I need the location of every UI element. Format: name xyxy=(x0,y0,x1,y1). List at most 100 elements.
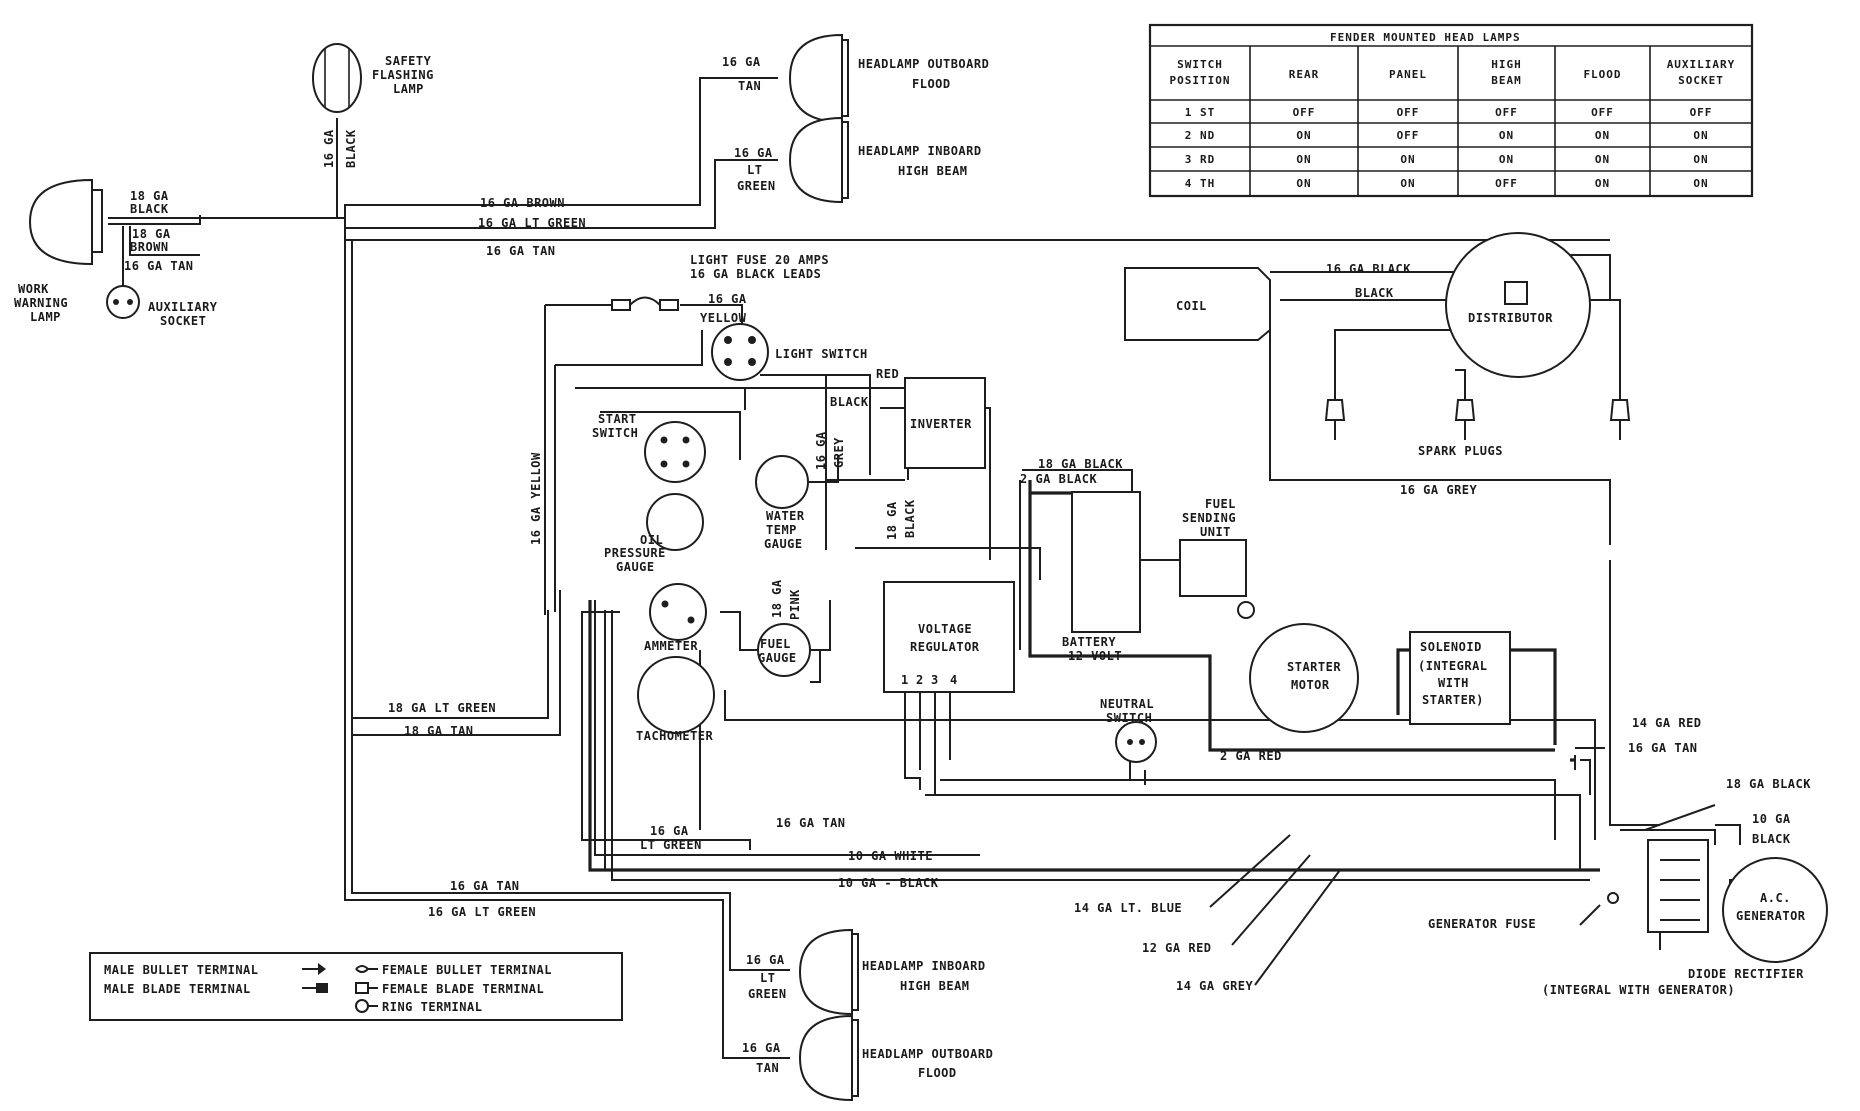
light-fuse-label-1: LIGHT FUSE 20 AMPS xyxy=(690,253,829,267)
wire-label-16ga-ltgreen-hl-top-1: 16 GA xyxy=(734,146,773,160)
wire-label-10ga-black-gen-1: 10 GA xyxy=(1752,812,1791,826)
regulator-label-2: REGULATOR xyxy=(910,640,980,654)
auxiliary-socket: AUXILIARY SOCKET xyxy=(106,285,217,328)
table-cell-3-5: ON xyxy=(1693,177,1708,190)
wire-label-red-inv: RED xyxy=(876,367,899,381)
wire-label-16ga-ltgreen-hl-top-2: LT xyxy=(747,163,762,177)
table-cell-1-3: ON xyxy=(1499,129,1514,142)
spark-plugs: SPARK PLUGS xyxy=(1324,399,1631,458)
rectifier-label-1: DIODE RECTIFIER xyxy=(1688,967,1804,981)
legend-female-bullet: FEMALE BULLET TERMINAL xyxy=(382,963,552,977)
regulator-label-1: VOLTAGE xyxy=(918,622,972,636)
table-title: FENDER MOUNTED HEAD LAMPS xyxy=(1330,31,1521,44)
sending-unit-label-1: FUEL xyxy=(1205,497,1236,511)
wire-label-18ga-black-work-2: BLACK xyxy=(130,202,169,216)
oil-gauge-label-2: PRESSURE xyxy=(604,546,666,560)
fuel-sending-unit: FUEL SENDING UNIT xyxy=(1179,497,1255,619)
battery-label-2: 12 VOLT xyxy=(1068,649,1122,663)
terminal-legend: MALE BULLET TERMINAL MALE BLADE TERMINAL… xyxy=(89,952,623,1021)
safety-lamp-label-2: FLASHING xyxy=(372,68,434,82)
oil-gauge-label-1: OIL xyxy=(640,533,663,547)
table-cell-2-3: ON xyxy=(1499,153,1514,166)
wire-label-16ga-black-safety-2: BLACK xyxy=(344,129,358,168)
work-lamp-label-3: LAMP xyxy=(30,310,61,324)
wire-label-16ga-tan-main: 16 GA TAN xyxy=(486,244,556,258)
rectifier-label-2: (INTEGRAL WITH GENERATOR) xyxy=(1542,983,1735,997)
table-cell-0-0: 1 ST xyxy=(1185,106,1216,119)
male-blade-icon xyxy=(316,983,328,993)
start-switch-label-1: START xyxy=(598,412,637,426)
wire-label-16ga-yellow-ls-2: YELLOW xyxy=(700,311,747,325)
tachometer: TACHOMETER xyxy=(636,656,715,743)
start-switch: START SWITCH xyxy=(592,412,706,483)
wire-label-16ga-brown-main: 16 GA BROWN xyxy=(480,196,565,210)
legend-ring: RING TERMINAL xyxy=(382,1000,482,1014)
table-cell-3-2: ON xyxy=(1400,177,1415,190)
solenoid-label-1: SOLENOID xyxy=(1420,640,1482,654)
light-fuse: LIGHT FUSE 20 AMPS 16 GA BLACK LEADS xyxy=(611,253,829,311)
table-cell-1-2: OFF xyxy=(1397,129,1420,142)
wire-label-16ga-yellow-ls-1: 16 GA xyxy=(708,292,747,306)
wiring-harness xyxy=(108,77,1800,1059)
oil-gauge-label-3: GAUGE xyxy=(616,560,655,574)
starter-label-2: MOTOR xyxy=(1291,678,1330,692)
wire-label-16ga-grey-wtemp-1: 16 GA xyxy=(814,431,828,470)
generator-fuse-label: GENERATOR FUSE xyxy=(1428,917,1536,931)
wire-label-16ga-grey-wtemp-2: GREY xyxy=(832,437,846,468)
wire-label-18ga-brown-2: BROWN xyxy=(130,240,169,254)
headlamp-inboard-top: HEADLAMP INBOARD HIGH BEAM xyxy=(788,116,981,204)
wire-label-16ga-ltgreen-tach-1: 16 GA xyxy=(650,824,689,838)
safety-lamp-label-3: LAMP xyxy=(393,82,424,96)
water-gauge-label-3: GAUGE xyxy=(764,537,803,551)
table-header-0-0: SWITCH xyxy=(1177,58,1223,71)
neutral-switch-label-2: SWITCH xyxy=(1106,711,1152,725)
water-gauge-label-1: WATER xyxy=(766,509,805,523)
wire-label-18ga-black-gen: 18 GA BLACK xyxy=(1726,777,1811,791)
wire-label-16ga-tan-hl-bot-2: TAN xyxy=(756,1061,779,1075)
wire-label-14ga-red: 14 GA RED xyxy=(1632,716,1702,730)
ammeter: AMMETER xyxy=(644,583,707,653)
work-warning-lamp: WORK WARNING LAMP xyxy=(14,178,103,324)
generator-label-1: A.C. xyxy=(1760,891,1791,905)
solenoid-label-3: WITH xyxy=(1438,676,1469,690)
regulator-terminal-2: 2 xyxy=(916,673,924,687)
wire-label-16ga-ltgreen-hl-bot-3: GREEN xyxy=(748,987,787,1001)
tachometer-label: TACHOMETER xyxy=(636,729,714,743)
wire-label-16ga-ltgreen-main: 16 GA LT GREEN xyxy=(478,216,586,230)
fuel-gauge-label-2: GAUGE xyxy=(758,651,797,665)
table-cell-0-4: OFF xyxy=(1591,106,1614,119)
light-fuse-label-2: 16 GA BLACK LEADS xyxy=(690,267,821,281)
wire-label-18ga-ltgreen-left: 18 GA LT GREEN xyxy=(388,701,496,715)
wire-label-10ga-black: 10 GA - BLACK xyxy=(838,876,939,890)
wire-label-18ga-tan-left: 18 GA TAN xyxy=(404,724,474,738)
wire-label-18ga-pink-2: PINK xyxy=(788,589,802,620)
sending-unit-label-2: SENDING xyxy=(1182,511,1236,525)
water-temp-gauge: WATER TEMP GAUGE xyxy=(755,455,809,551)
table-cell-3-0: 4 TH xyxy=(1185,177,1216,190)
hl-inboard-bot-label-1: HEADLAMP INBOARD xyxy=(862,959,986,973)
hl-outboard-bot-label-2: FLOOD xyxy=(918,1066,957,1080)
inverter-label: INVERTER xyxy=(910,417,972,431)
wire-label-16ga-tan-aux: 16 GA TAN xyxy=(124,259,194,273)
table-cell-0-2: OFF xyxy=(1397,106,1420,119)
wire-label-2ga-black: 2 GA BLACK xyxy=(1020,472,1098,486)
regulator-terminal-4: 4 xyxy=(950,673,958,687)
table-cell-0-1: OFF xyxy=(1293,106,1316,119)
start-switch-label-2: SWITCH xyxy=(592,426,638,440)
female-bullet-icon xyxy=(355,965,378,973)
hl-inboard-top-label-2: HIGH BEAM xyxy=(898,164,968,178)
wire-label-16ga-ltgreen-hl-bot-2: LT xyxy=(760,971,775,985)
headlamp-outboard-top: HEADLAMP OUTBOARD FLOOD xyxy=(788,33,989,124)
wire-label-10ga-white: 10 GA WHITE xyxy=(848,849,933,863)
wire-label-18ga-pink-1: 18 GA xyxy=(770,579,784,618)
table-header-1-0: REAR xyxy=(1289,68,1320,81)
ring-terminal-icon xyxy=(355,999,369,1013)
coil: COIL xyxy=(1124,267,1271,341)
fender-headlamp-table: FENDER MOUNTED HEAD LAMPS SWITCHPOSITION… xyxy=(1148,23,1754,198)
wire-label-16ga-ltgreen-hl-bot-1: 16 GA xyxy=(746,953,785,967)
table-header-5-0: AUXILIARY xyxy=(1667,58,1736,71)
wire-label-16ga-tan-hl-top-2: TAN xyxy=(738,79,761,93)
